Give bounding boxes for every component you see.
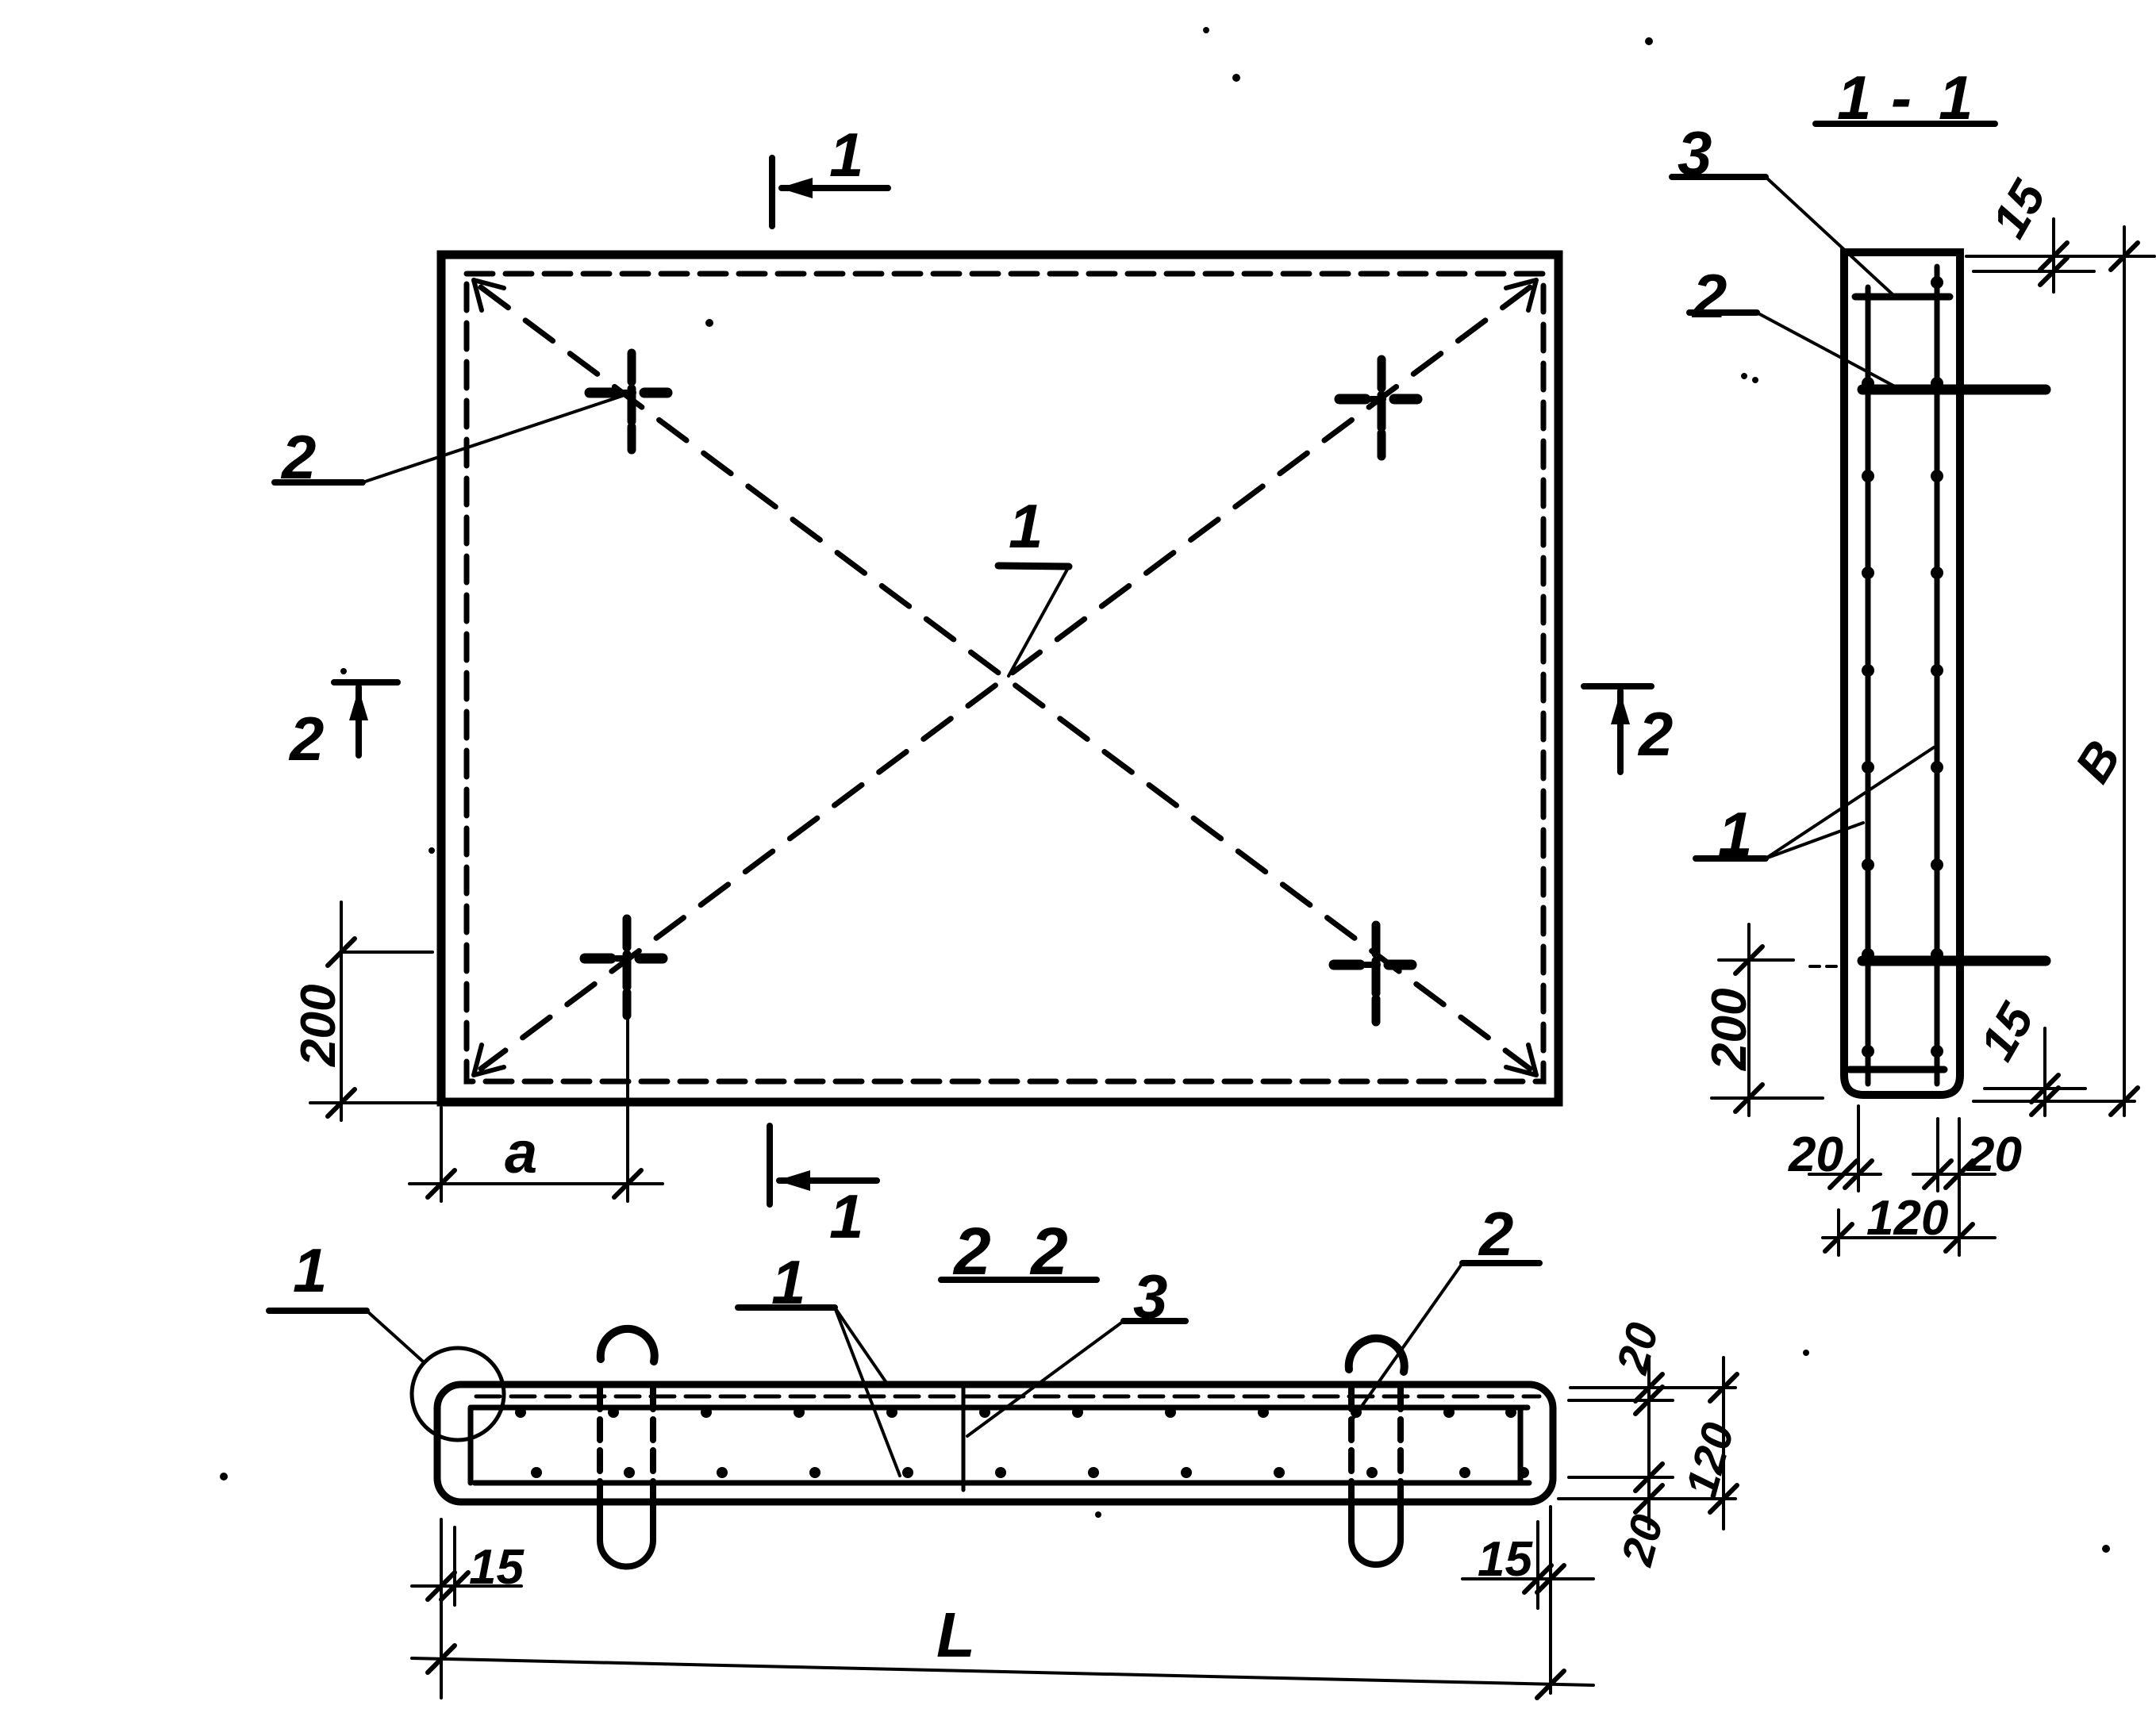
svg-text:3: 3 xyxy=(1678,118,1712,188)
svg-text:1: 1 xyxy=(1009,491,1043,561)
svg-text:2: 2 xyxy=(288,704,324,774)
svg-text:2: 2 xyxy=(952,1214,991,1288)
svg-text:-: - xyxy=(1891,63,1912,132)
svg-text:20: 20 xyxy=(1966,1127,2022,1182)
svg-text:1: 1 xyxy=(1718,799,1752,869)
svg-text:2: 2 xyxy=(1478,1199,1513,1269)
svg-text:a: a xyxy=(505,1119,537,1185)
svg-text:2: 2 xyxy=(1029,1214,1068,1288)
svg-text:1: 1 xyxy=(1939,63,1973,132)
svg-text:2: 2 xyxy=(1691,261,1727,331)
svg-text:20: 20 xyxy=(1788,1127,1843,1182)
svg-text:120: 120 xyxy=(1866,1191,1948,1246)
svg-text:15: 15 xyxy=(1478,1532,1533,1587)
svg-text:200: 200 xyxy=(1702,989,1757,1071)
svg-text:1: 1 xyxy=(829,1181,863,1251)
svg-text:2: 2 xyxy=(280,422,316,492)
svg-text:15: 15 xyxy=(469,1540,525,1595)
svg-text:1: 1 xyxy=(293,1235,327,1305)
svg-text:3: 3 xyxy=(1133,1262,1167,1331)
svg-text:L: L xyxy=(936,1600,975,1670)
svg-text:1: 1 xyxy=(1837,63,1871,132)
svg-text:1: 1 xyxy=(771,1247,805,1317)
svg-text:2: 2 xyxy=(1637,699,1673,769)
svg-text:200: 200 xyxy=(291,985,346,1067)
svg-text:1: 1 xyxy=(829,120,863,190)
